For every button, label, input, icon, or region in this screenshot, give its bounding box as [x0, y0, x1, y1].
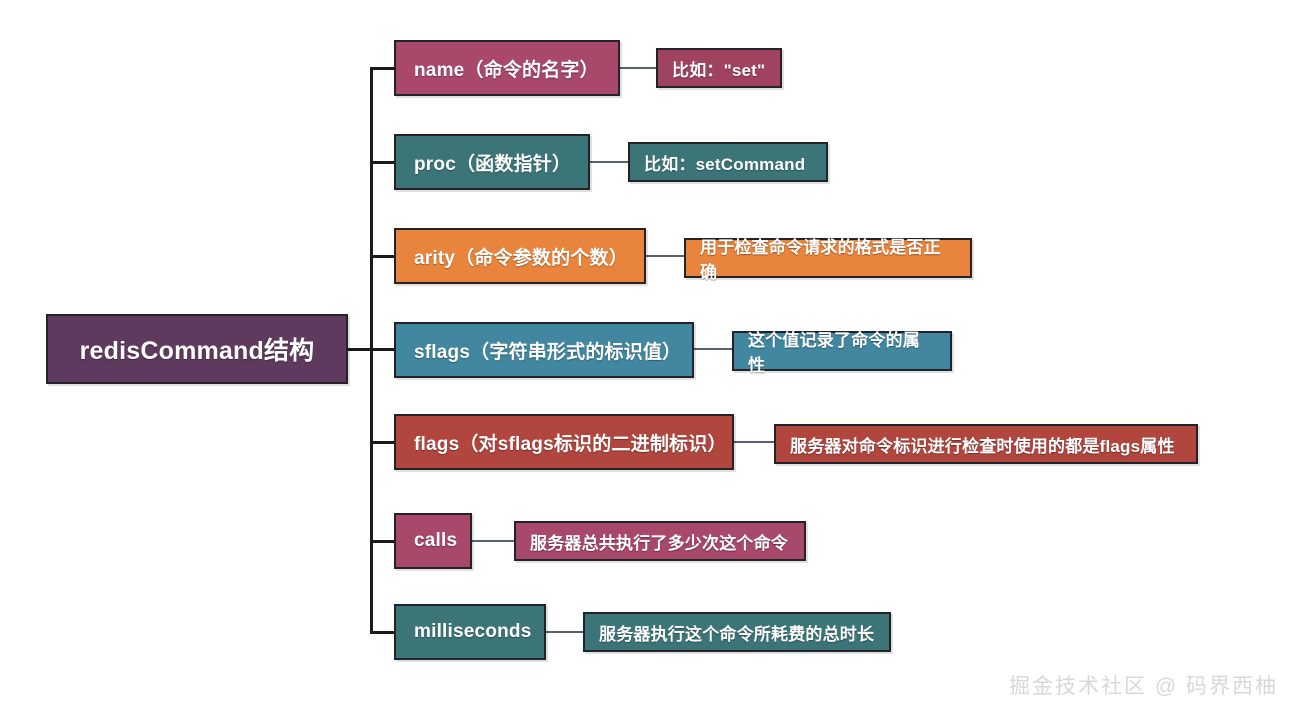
- leaf-node-proc-label: 比如：setCommand: [644, 154, 806, 174]
- leaf-link-arity: [646, 255, 686, 257]
- leaf-node-arity-label: 用于检查命令请求的格式是否正确: [700, 238, 941, 282]
- leaf-link-proc: [590, 161, 630, 163]
- branch-stub-calls: [370, 540, 396, 543]
- root-node-rediscommand[interactable]: redisCommand结构: [46, 314, 348, 384]
- leaf-link-sflags: [694, 348, 734, 350]
- branch-stub-arity: [370, 255, 396, 258]
- branch-node-name[interactable]: name（命令的名字）: [394, 40, 620, 96]
- branch-node-sflags[interactable]: sflags（字符串形式的标识值）: [394, 322, 694, 378]
- branch-node-proc-label: proc（函数指针）: [414, 153, 572, 175]
- branch-node-milliseconds-label: milliseconds: [414, 621, 532, 642]
- leaf-node-proc-example[interactable]: 比如：setCommand: [628, 142, 828, 182]
- leaf-node-calls-description[interactable]: 服务器总共执行了多少次这个命令: [514, 521, 806, 561]
- leaf-node-name-label: 比如："set": [672, 60, 766, 80]
- branch-node-calls[interactable]: calls: [394, 513, 472, 569]
- leaf-link-flags: [734, 441, 776, 443]
- leaf-link-name: [620, 67, 658, 69]
- leaf-node-sflags-description[interactable]: 这个值记录了命令的属性: [732, 331, 952, 375]
- branch-node-milliseconds[interactable]: milliseconds: [394, 604, 546, 660]
- root-node-label: redisCommand结构: [79, 337, 315, 365]
- leaf-node-sflags-label: 这个值记录了命令的属性: [748, 331, 920, 375]
- leaf-node-arity-description[interactable]: 用于检查命令请求的格式是否正确: [684, 238, 972, 282]
- branch-node-flags-label: flags（对sflags标识的二进制标识）: [414, 433, 727, 455]
- trunk-line: [370, 68, 373, 634]
- leaf-node-milliseconds-description[interactable]: 服务器执行这个命令所耗费的总时长: [583, 612, 891, 652]
- branch-stub-name: [370, 67, 396, 70]
- branch-node-proc[interactable]: proc（函数指针）: [394, 134, 590, 190]
- leaf-node-flags-description[interactable]: 服务器对命令标识进行检查时使用的都是flags属性: [774, 424, 1198, 464]
- branch-stub-proc: [370, 161, 396, 164]
- branch-node-arity[interactable]: arity（命令参数的个数）: [394, 228, 646, 284]
- branch-node-calls-label: calls: [414, 530, 458, 551]
- leaf-node-flags-label: 服务器对命令标识进行检查时使用的都是flags属性: [790, 436, 1175, 456]
- branch-stub-sflags: [370, 348, 396, 351]
- leaf-link-calls: [472, 540, 516, 542]
- branch-node-arity-label: arity（命令参数的个数）: [414, 247, 628, 269]
- branch-stub-milliseconds: [370, 631, 396, 634]
- root-connector: [348, 348, 373, 351]
- branch-stub-flags: [370, 441, 396, 444]
- leaf-node-calls-label: 服务器总共执行了多少次这个命令: [530, 533, 788, 553]
- leaf-link-milliseconds: [546, 631, 585, 633]
- leaf-node-name-example[interactable]: 比如："set": [656, 48, 782, 88]
- leaf-node-milliseconds-label: 服务器执行这个命令所耗费的总时长: [599, 624, 875, 644]
- branch-node-sflags-label: sflags（字符串形式的标识值）: [414, 341, 682, 363]
- watermark-text: 掘金技术社区 @ 码界西柚: [1009, 675, 1278, 698]
- branch-node-flags[interactable]: flags（对sflags标识的二进制标识）: [394, 414, 734, 470]
- branch-node-name-label: name（命令的名字）: [414, 59, 599, 81]
